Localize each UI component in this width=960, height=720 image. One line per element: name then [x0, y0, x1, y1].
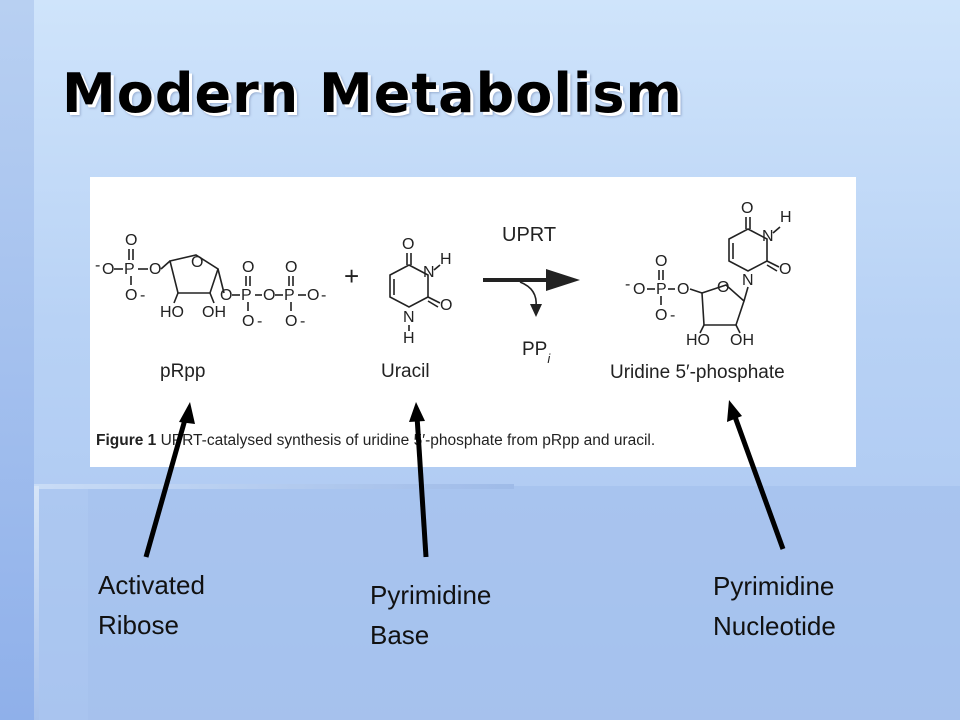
svg-text:O: O — [402, 236, 414, 253]
svg-text:P: P — [124, 261, 135, 278]
svg-text:-: - — [670, 307, 675, 324]
decor-horizontal-line — [34, 484, 514, 489]
svg-text:N: N — [403, 309, 415, 326]
enzyme-label: UPRT — [502, 224, 556, 246]
svg-text:-: - — [321, 287, 326, 304]
annotation-pyrimidine-nucleotide: Pyrimidine Nucleotide — [713, 566, 836, 646]
svg-text:P: P — [284, 287, 295, 304]
reaction-scheme: - O P O O - O O HO OH O P — [95, 200, 792, 449]
svg-text:N: N — [423, 264, 435, 281]
svg-text:O: O — [125, 232, 137, 249]
svg-text:P: P — [241, 287, 252, 304]
arrow-pyrimidine-nucleotide — [727, 400, 786, 550]
annotation-activated-ribose: Activated Ribose — [98, 565, 205, 645]
svg-text:-: - — [300, 313, 305, 330]
compound-label-ump: Uridine 5′-phosphate — [610, 362, 785, 383]
compound-label-prpp: pRpp — [160, 361, 205, 382]
svg-text:-: - — [95, 257, 100, 274]
annotation-line: Nucleotide — [713, 611, 836, 641]
svg-text:O: O — [220, 287, 232, 304]
svg-text:O: O — [242, 313, 254, 330]
svg-text:-: - — [625, 276, 630, 293]
svg-text:O: O — [741, 200, 753, 217]
byproduct-label: PPi — [522, 339, 551, 366]
svg-text:O: O — [102, 261, 114, 278]
ump-structure: O N H O N O HO OH O P O — [625, 200, 792, 349]
svg-text:N: N — [742, 272, 754, 289]
figure-caption: Figure 1 UPRT-catalysed synthesis of uri… — [96, 432, 655, 449]
plus-sign: + — [344, 261, 359, 291]
svg-text:O: O — [717, 279, 729, 296]
svg-text:O: O — [307, 287, 319, 304]
svg-text:H: H — [780, 209, 792, 226]
svg-text:O: O — [285, 259, 297, 276]
svg-text:O: O — [655, 307, 667, 324]
svg-text:O: O — [779, 261, 791, 278]
svg-text:O: O — [191, 254, 203, 271]
background-panel-inner — [88, 486, 960, 720]
svg-text:O: O — [125, 287, 137, 304]
uracil-structure: O N H O N H — [389, 236, 452, 347]
compound-label-uracil: Uracil — [381, 361, 430, 382]
svg-text:N: N — [762, 228, 774, 245]
svg-text:HO: HO — [160, 304, 184, 321]
annotation-line: Pyrimidine — [713, 571, 835, 601]
annotation-line: Pyrimidine — [370, 580, 492, 610]
left-decor-strip — [0, 0, 34, 720]
svg-text:O: O — [655, 253, 667, 270]
svg-text:O: O — [677, 281, 689, 298]
svg-text:P: P — [656, 281, 667, 298]
svg-text:OH: OH — [730, 332, 754, 349]
slide-title: Modern Metabolism — [62, 62, 683, 125]
reaction-arrow — [483, 269, 580, 317]
svg-text:H: H — [440, 251, 452, 268]
svg-text:-: - — [257, 313, 262, 330]
annotation-line: Base — [370, 620, 430, 650]
svg-text:HO: HO — [686, 332, 710, 349]
prpp-structure: - O P O O - O O HO OH O P — [95, 232, 326, 330]
annotation-line: Activated — [98, 570, 205, 600]
svg-text:O: O — [263, 287, 275, 304]
svg-text:OH: OH — [202, 304, 226, 321]
background-panel — [34, 486, 960, 720]
svg-text:O: O — [149, 261, 161, 278]
svg-text:O: O — [285, 313, 297, 330]
svg-text:-: - — [140, 287, 145, 304]
decor-vertical-line — [34, 486, 39, 720]
svg-text:O: O — [242, 259, 254, 276]
svg-text:O: O — [633, 281, 645, 298]
annotation-pyrimidine-base: Pyrimidine Base — [370, 575, 491, 655]
arrow-activated-ribose — [143, 402, 195, 558]
annotation-line: Ribose — [98, 610, 179, 640]
svg-text:H: H — [403, 330, 415, 347]
svg-text:O: O — [440, 297, 452, 314]
arrow-pyrimidine-base — [409, 402, 429, 558]
